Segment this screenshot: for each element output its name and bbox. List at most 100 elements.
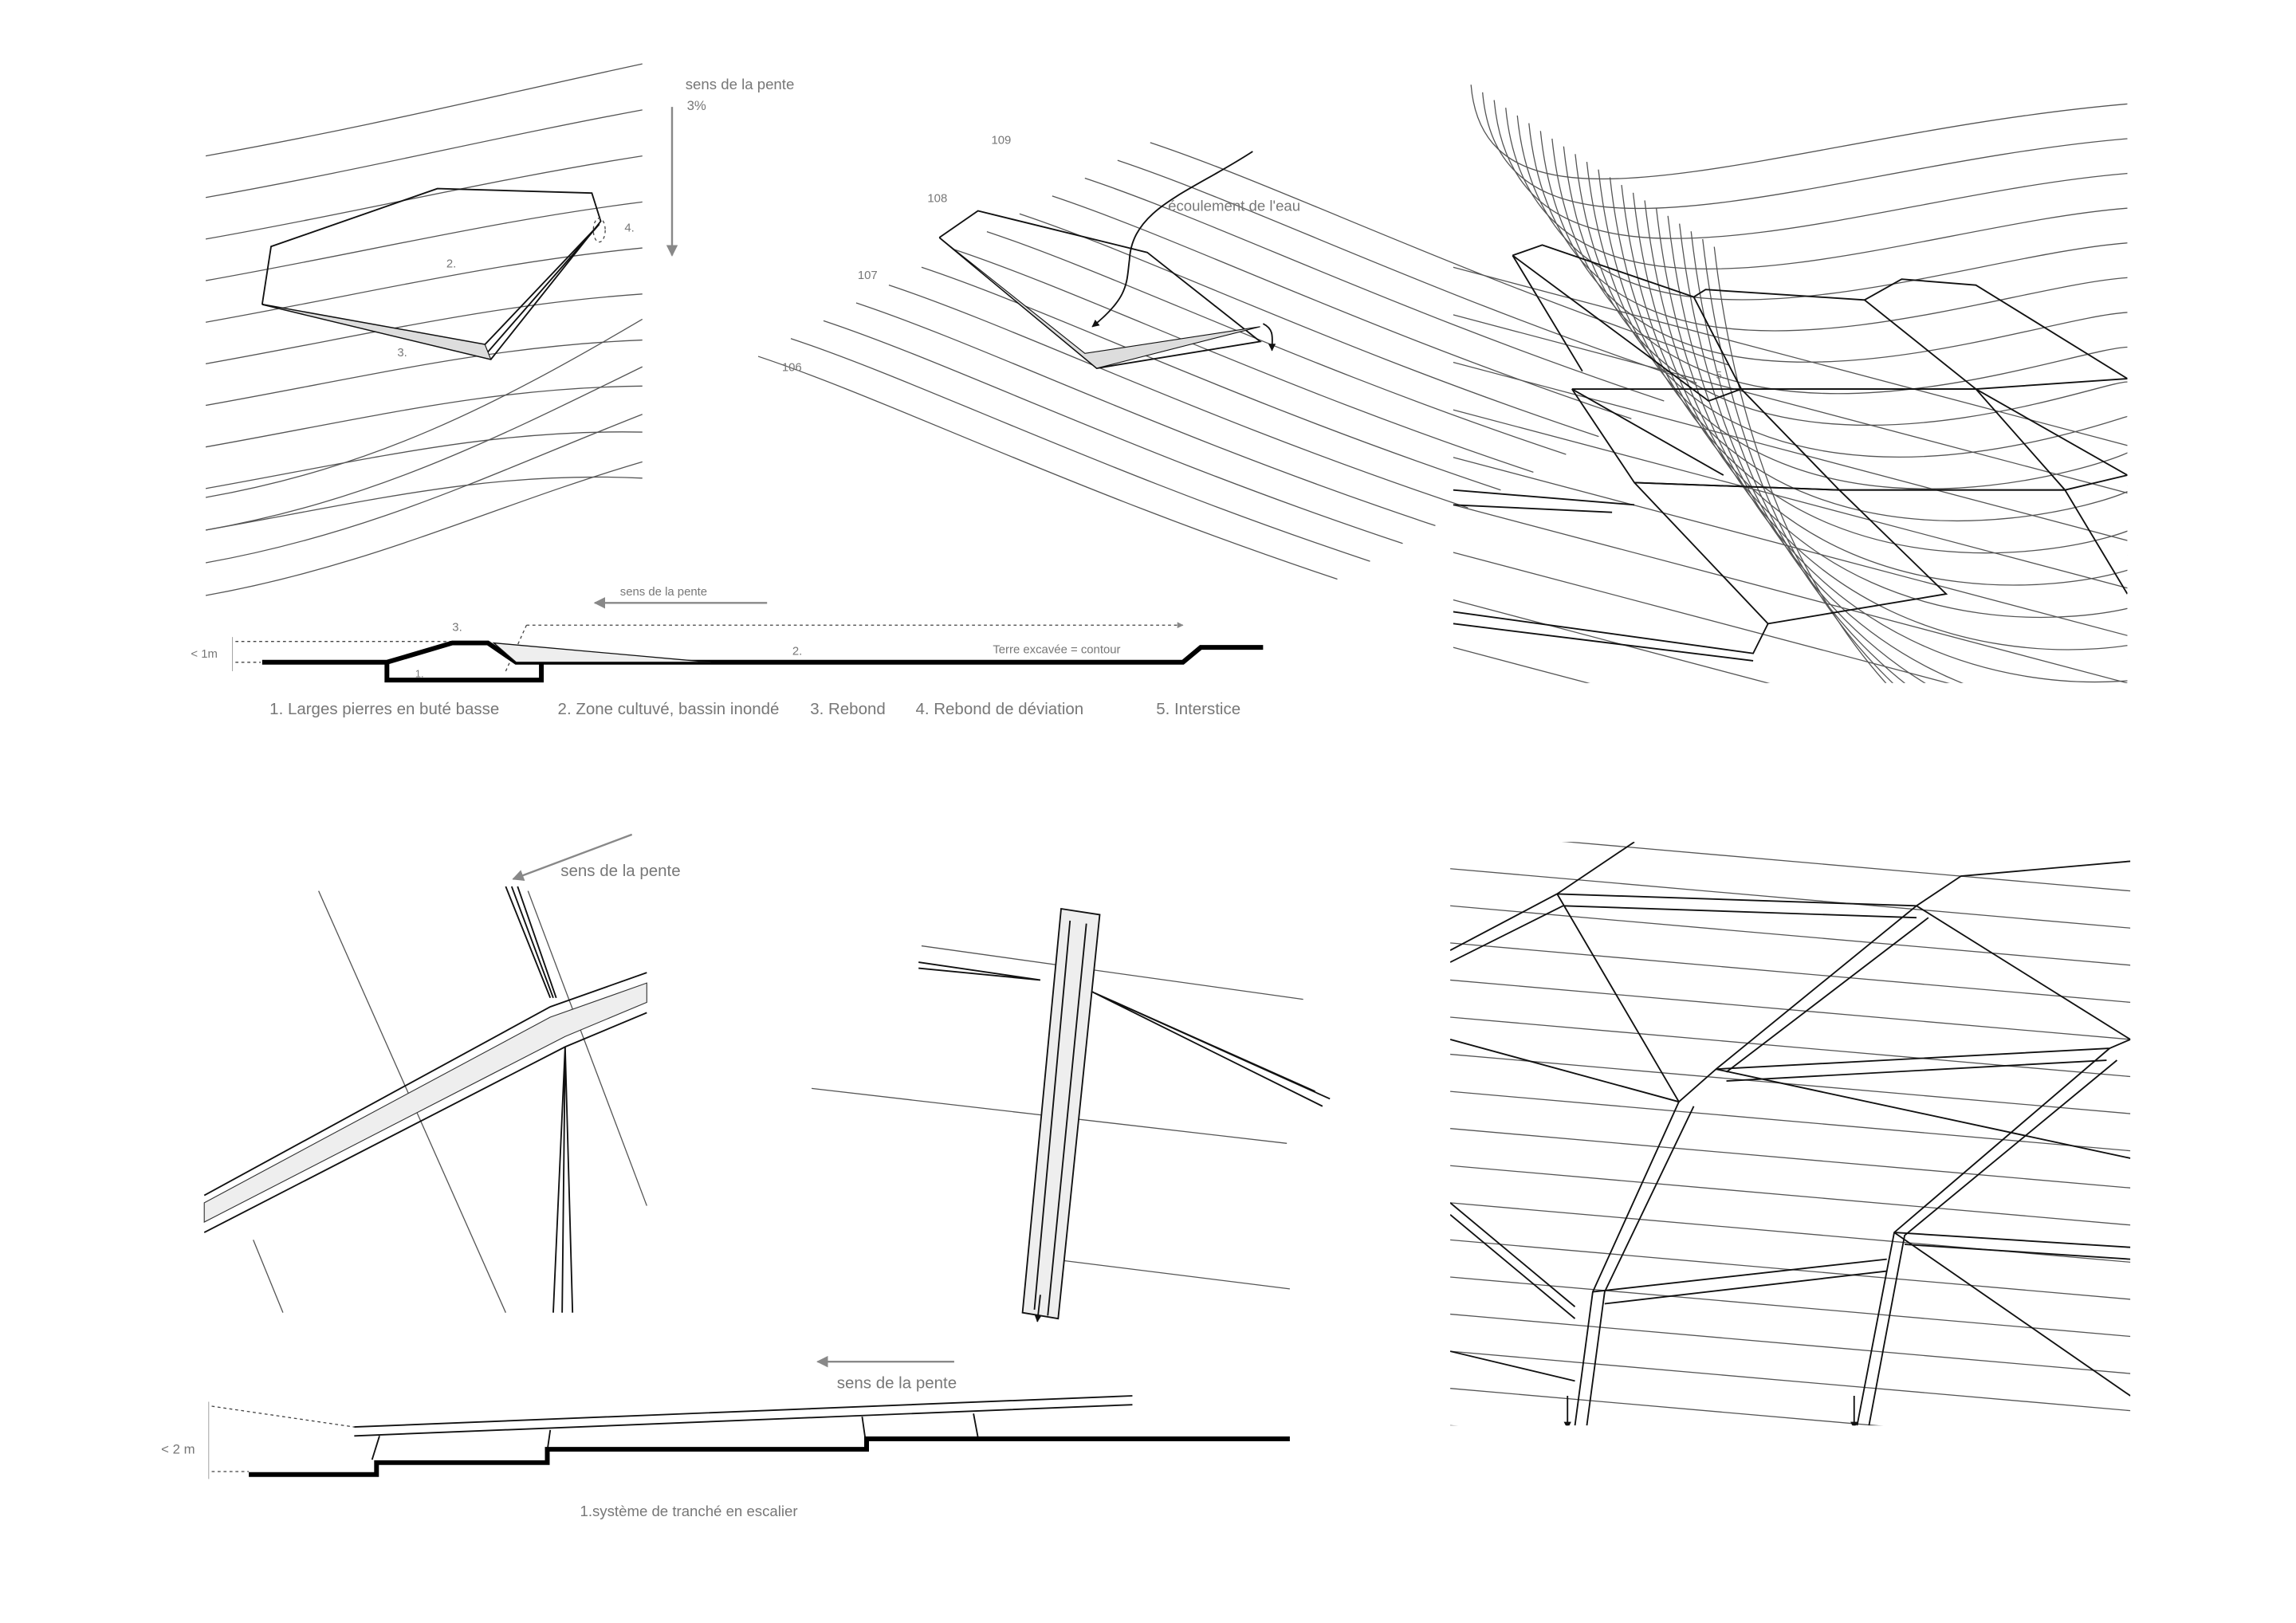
section-bottom: sens de la pente < 2 m 1.système de tran… [161, 1355, 1290, 1519]
contour-line [1453, 457, 2128, 636]
legend-item: 4. Rebond de déviation [915, 700, 1083, 718]
plan-top-middle: 109 108 107 106 écoulement de l'eau [757, 135, 1730, 580]
contour-line [1563, 842, 2131, 892]
contour-line [205, 318, 643, 498]
contour-line [205, 63, 643, 157]
contour-line [888, 285, 1468, 509]
basin-outline [261, 187, 602, 360]
contour-line [1450, 1425, 1457, 1426]
contour-line [1450, 1053, 2131, 1114]
contour-108: 108 [927, 192, 947, 205]
contour-line [1453, 742, 2128, 921]
contour-lines [1450, 842, 2131, 1523]
contour-line [1644, 200, 2128, 650]
contour-line [1551, 138, 2128, 395]
contour-line [1482, 92, 2128, 210]
berm-fill [938, 237, 1260, 369]
contour-line [1539, 131, 2128, 363]
contour-line [1453, 599, 1771, 683]
label-3: 3. [397, 347, 407, 360]
contour-line [1450, 868, 2131, 929]
contour-line [1453, 552, 1950, 683]
contour-line [205, 339, 643, 407]
water-flow-arrow [1091, 151, 1253, 328]
stepped-profile [249, 1436, 1290, 1477]
contour-line [1609, 177, 2128, 554]
contour-106: 106 [782, 362, 802, 375]
contour-109: 109 [991, 135, 1011, 147]
legend-item: 5. Interstice [1156, 700, 1240, 718]
legend-item: 2. Zone cultuvé, bassin inondé [558, 700, 780, 718]
contour-line [1450, 1350, 2131, 1412]
contour-line [1453, 266, 2128, 446]
ground-profile [261, 640, 1264, 665]
overflow-arrow [1262, 323, 1276, 352]
contour-line [1450, 1016, 2131, 1078]
perspective-top-right: 5. [1453, 84, 2128, 921]
contour-line [1598, 169, 2128, 521]
label-5: 5. [1716, 369, 1725, 381]
contour-line [1453, 361, 2128, 541]
contour-line [1450, 979, 2131, 1040]
trench [1021, 907, 1101, 1320]
slope-value: 3% [687, 98, 706, 113]
contour-line [1453, 695, 2128, 874]
berm-fill [261, 304, 492, 360]
contour-line [1690, 231, 1906, 683]
contour-line [855, 302, 1436, 527]
contour-line [1453, 504, 2128, 683]
excavated-label: Terre excavée = contour [993, 644, 1120, 657]
flow-label: écoulement de l'eau [1168, 198, 1300, 214]
contour-line [921, 266, 1501, 491]
contour-107: 107 [858, 269, 878, 282]
contour-line [953, 249, 1534, 473]
contour-line [1450, 1463, 2130, 1523]
contour-line [1702, 238, 1894, 683]
contour-line [205, 293, 643, 365]
contour-line [1505, 108, 2128, 269]
contour-line [1470, 84, 2128, 180]
contour-line [205, 414, 643, 564]
slope-arrow [512, 833, 633, 881]
plan-bottom-middle [812, 907, 1331, 1322]
legend-item: 1. Larges pierres en buté basse [269, 700, 499, 718]
contour-line [1450, 1165, 2131, 1226]
plan-top-left: sens de la pente 3% 2. 3. 4. [205, 63, 794, 596]
plan-bottom-left: sens de la pente [203, 833, 681, 1313]
contour-line [757, 356, 1338, 580]
legend-item: 3. Rebond [810, 700, 886, 718]
contour-lines [205, 63, 643, 596]
contour-line [205, 366, 643, 531]
contour-line [1450, 1091, 2131, 1152]
contour-line [1150, 142, 1730, 366]
label-4: 4. [624, 222, 634, 235]
legend: 1. Larges pierres en buté basse 2. Zone … [269, 700, 1240, 718]
label-2: 2. [446, 257, 456, 270]
section-top: sens de la pente < 1m 3. 2. 1. Terre exc… [191, 586, 1264, 718]
berm-lines [261, 223, 600, 353]
label-2: 2. [792, 645, 802, 658]
contour-line [1450, 1202, 2131, 1263]
contour-line [205, 385, 643, 448]
contour-line [790, 338, 1370, 562]
contour-line [1679, 223, 1926, 683]
contour-line [1528, 123, 2128, 332]
basin-network [1453, 244, 2128, 662]
contour-line [1667, 215, 1964, 683]
contour-line [1621, 185, 2128, 586]
contour-line [205, 476, 643, 531]
slope-label: sens de la pente [837, 1374, 957, 1393]
slope-label: sens de la pente [560, 862, 680, 880]
contour-line [1450, 1128, 2131, 1189]
contour-line [1084, 177, 1665, 402]
surface-line [354, 1395, 1133, 1437]
contour-line [1586, 161, 2128, 489]
contour-line [1516, 115, 2128, 301]
contour-line [1450, 1313, 2131, 1374]
contour-line [205, 247, 643, 323]
contour-line [1019, 213, 1599, 438]
height-label: < 2 m [161, 1442, 195, 1457]
contour-line [1575, 154, 2128, 458]
stone-footing [384, 662, 545, 683]
